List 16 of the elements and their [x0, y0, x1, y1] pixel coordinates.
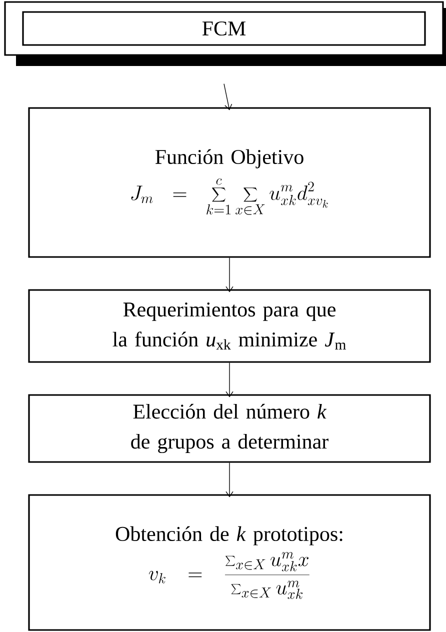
process-box [28, 107, 431, 258]
process-box [28, 494, 431, 631]
arrow [226, 462, 234, 498]
box-title: Obtención de k prototipos: [116, 526, 342, 546]
formula: $v_k = \frac{\sum_{x \in X} u_{xk}^m x}{\sum_{x \in X} u_{xk}^m}$ [148, 552, 310, 599]
formula: $J_m = \sum_{k=1}^{c} \sum_{x \in X} u_{xk}^m d_{xv_k}^2$ [131, 178, 328, 215]
box-title: Función Objetivo [155, 149, 304, 168]
arrow [224, 83, 232, 110]
box-title: FCM [202, 21, 246, 36]
arrow [226, 362, 234, 398]
process-box [28, 289, 431, 363]
arrow [226, 257, 234, 292]
process-box [28, 394, 431, 463]
box-title: Elección del número k de grupos a determinar [131, 404, 328, 454]
box-title: Requerimientos para que la función u$_{xk}$ minimize J$_{m}$ [112, 302, 346, 350]
title-box [4, 1, 446, 66]
